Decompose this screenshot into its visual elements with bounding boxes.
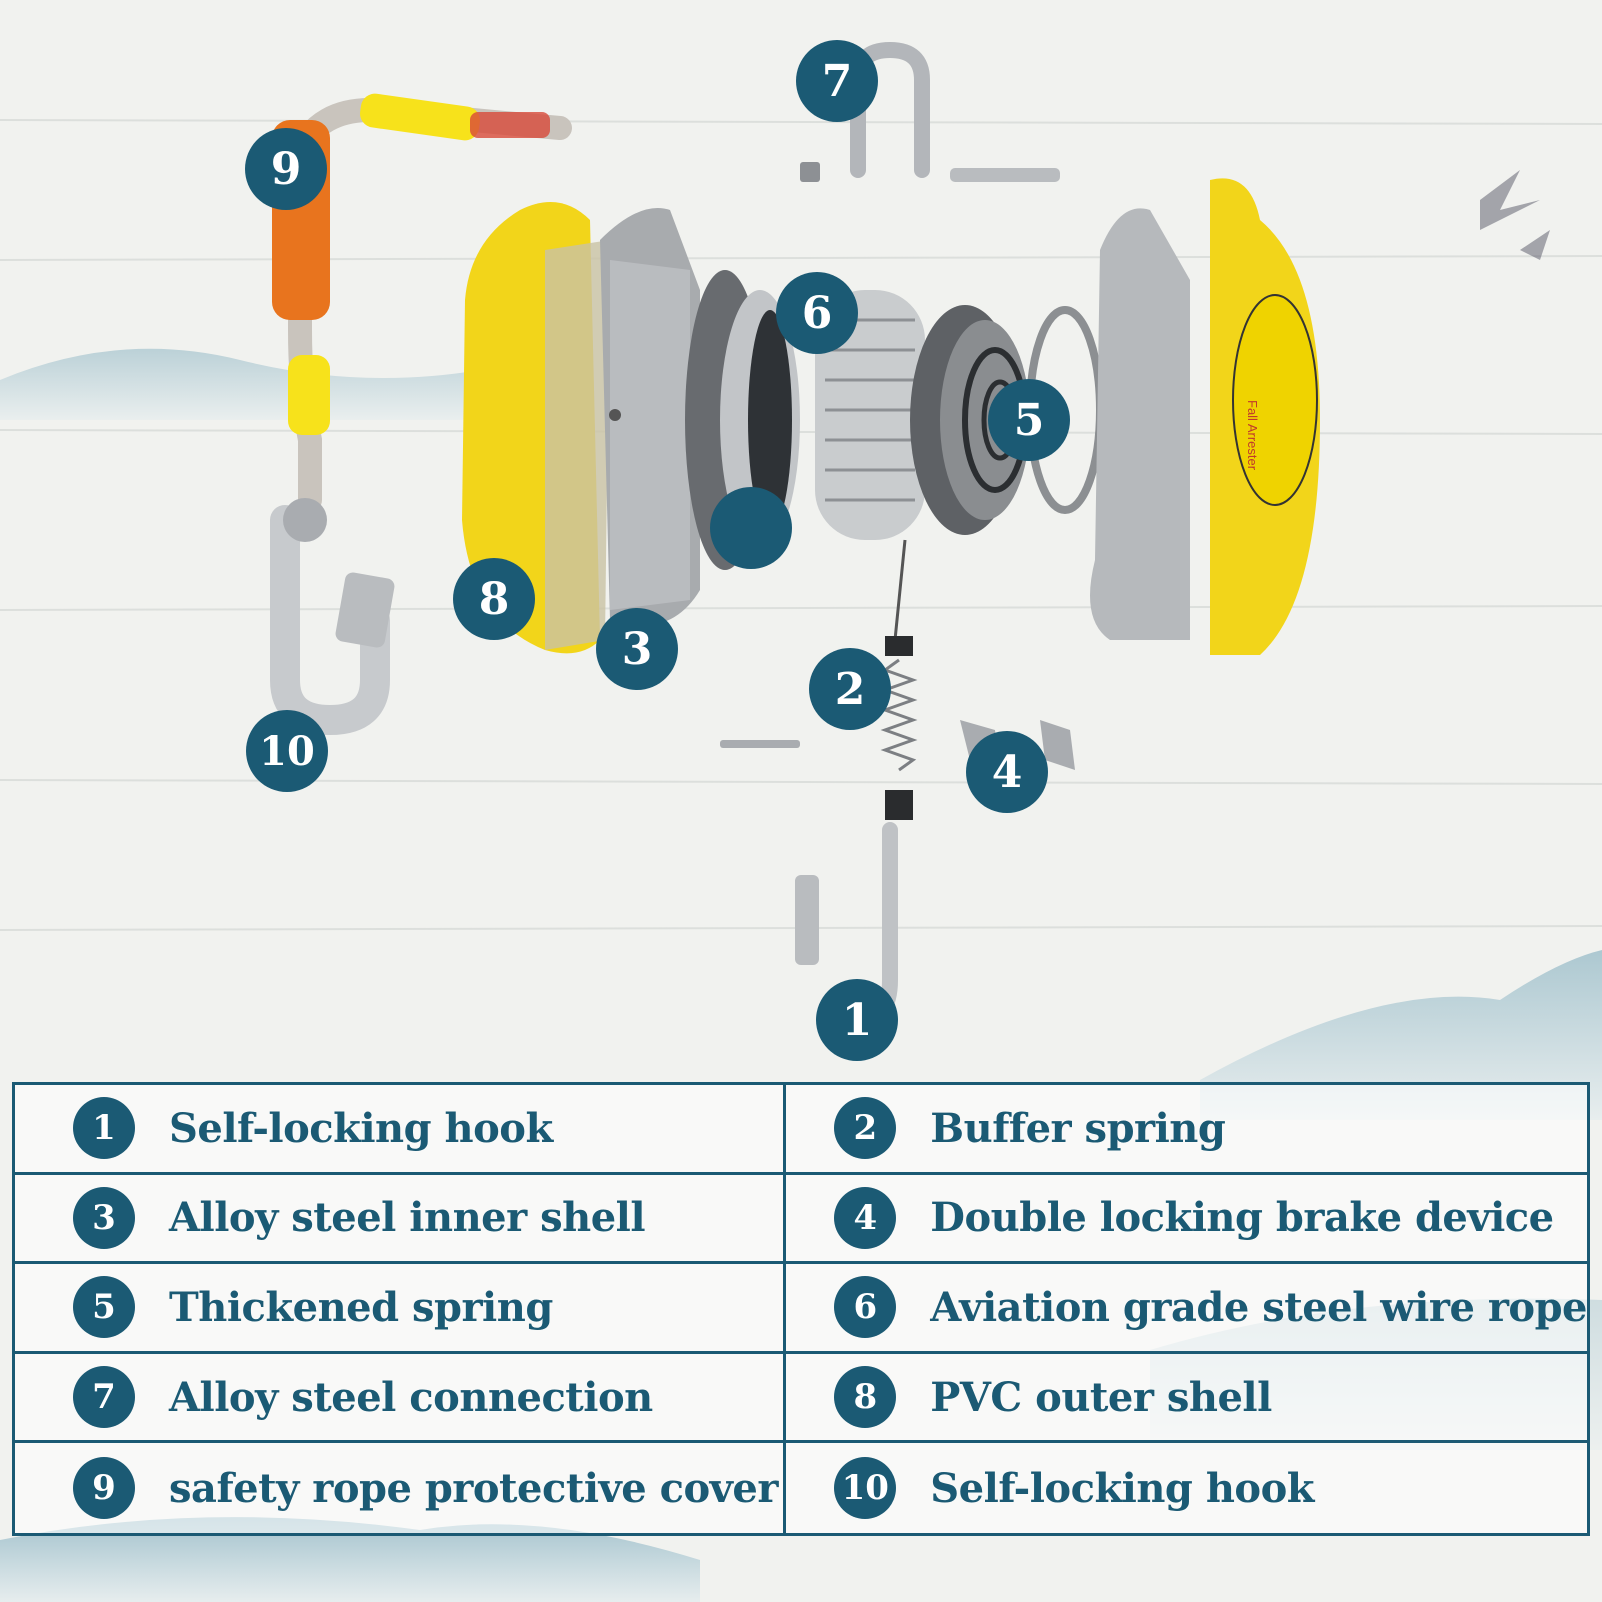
alloy-steel-shell-right <box>1090 208 1190 640</box>
pvc-outer-shell-right: Fall Arrester <box>1210 178 1320 656</box>
legend-row-2: 2 Buffer spring <box>786 1085 1587 1175</box>
legend-number: 3 <box>73 1186 135 1249</box>
legend-number: 7 <box>73 1366 135 1429</box>
legend-label: Aviation grade steel wire rope <box>930 1283 1587 1331</box>
callout-8: 8 <box>453 558 535 640</box>
self-locking-hook-small <box>720 740 898 1028</box>
callout-blank <box>710 487 792 569</box>
callout-5: 5 <box>988 379 1070 461</box>
legend-row-7: 7 Alloy steel connection <box>15 1353 787 1444</box>
legend-row-1: 1 Self-locking hook <box>15 1085 787 1175</box>
buffer-spring <box>880 539 918 820</box>
legend-row-3: 3 Alloy steel inner shell <box>15 1174 787 1265</box>
parts-legend-table: 1 Self-locking hook 2 Buffer spring 3 Al… <box>12 1082 1590 1536</box>
self-locking-hook-large <box>270 498 395 736</box>
legend-label: Self-locking hook <box>169 1104 553 1152</box>
legend-row-5: 5 Thickened spring <box>15 1264 787 1354</box>
legend-label: Alloy steel connection <box>169 1373 653 1421</box>
legend-row-9: 9 safety rope protective cover <box>15 1443 787 1533</box>
pvc-outer-shell-left <box>462 202 610 654</box>
legend-number: 8 <box>834 1366 897 1429</box>
legend-number: 2 <box>834 1097 897 1160</box>
callout-10: 10 <box>246 710 328 792</box>
wire-rope-drum <box>815 290 925 540</box>
thickened-spring <box>910 305 1030 535</box>
brake-disk-assembly <box>685 270 800 570</box>
legend-label: Self-locking hook <box>930 1464 1314 1512</box>
legend-number: 4 <box>834 1186 897 1249</box>
callout-1: 1 <box>816 979 898 1061</box>
legend-row-10: 10 Self-locking hook <box>786 1443 1587 1533</box>
legend-number: 10 <box>834 1457 897 1520</box>
legend-label: safety rope protective cover <box>169 1464 778 1512</box>
legend-label: Thickened spring <box>169 1283 553 1331</box>
alloy-steel-inner-shell <box>600 208 700 626</box>
legend-number: 5 <box>73 1276 135 1339</box>
callout-6: 6 <box>776 272 858 354</box>
legend-label: Double locking brake device <box>930 1194 1554 1242</box>
callout-2: 2 <box>809 648 891 730</box>
legend-number: 1 <box>73 1097 135 1160</box>
callout-9: 9 <box>245 128 327 210</box>
legend-label: Buffer spring <box>930 1104 1226 1152</box>
legend-row-8: 8 PVC outer shell <box>786 1354 1587 1444</box>
callout-4: 4 <box>966 731 1048 813</box>
legend-label: PVC outer shell <box>930 1373 1272 1421</box>
callout-3: 3 <box>596 608 678 690</box>
legend-label: Alloy steel inner shell <box>169 1194 646 1242</box>
legend-number: 9 <box>73 1457 135 1520</box>
product-label-text: Fall Arrester <box>1245 400 1260 471</box>
legend-row-4: 4 Double locking brake device <box>786 1175 1587 1265</box>
legend-row-6: 6 Aviation grade steel wire rope <box>786 1264 1587 1354</box>
legend-number: 6 <box>834 1276 897 1339</box>
callout-7: 7 <box>796 40 878 122</box>
